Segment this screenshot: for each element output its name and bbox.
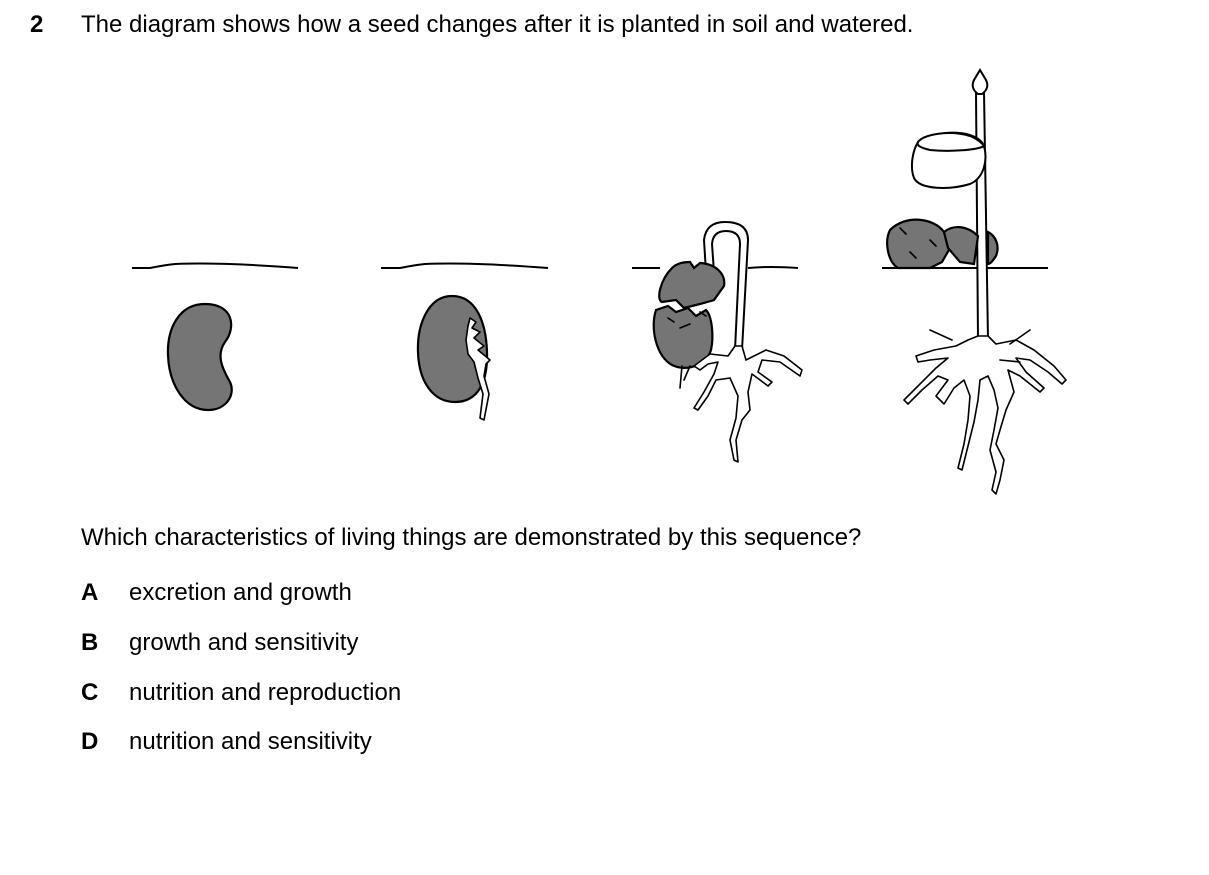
question-number: 2 [30,11,44,38]
stage-2-seed-with-root [381,262,549,421]
option-b-letter: B [81,629,99,656]
stage-4-young-plant [882,68,1067,495]
option-d-text: nutrition and sensitivity [129,728,372,755]
option-a-text: excretion and growth [129,579,352,606]
option-b-text: growth and sensitivity [129,629,359,656]
question-stem: The diagram shows how a seed changes aft… [81,11,914,38]
option-a-letter: A [81,579,99,606]
question-prompt: Which characteristics of living things a… [81,524,862,551]
stage-3-seedling [632,220,803,463]
stage-1-seed [132,262,299,412]
option-c-letter: C [81,679,99,706]
option-d-letter: D [81,728,99,755]
option-c-text: nutrition and reproduction [129,679,402,706]
seed-germination-diagram [132,68,1067,495]
